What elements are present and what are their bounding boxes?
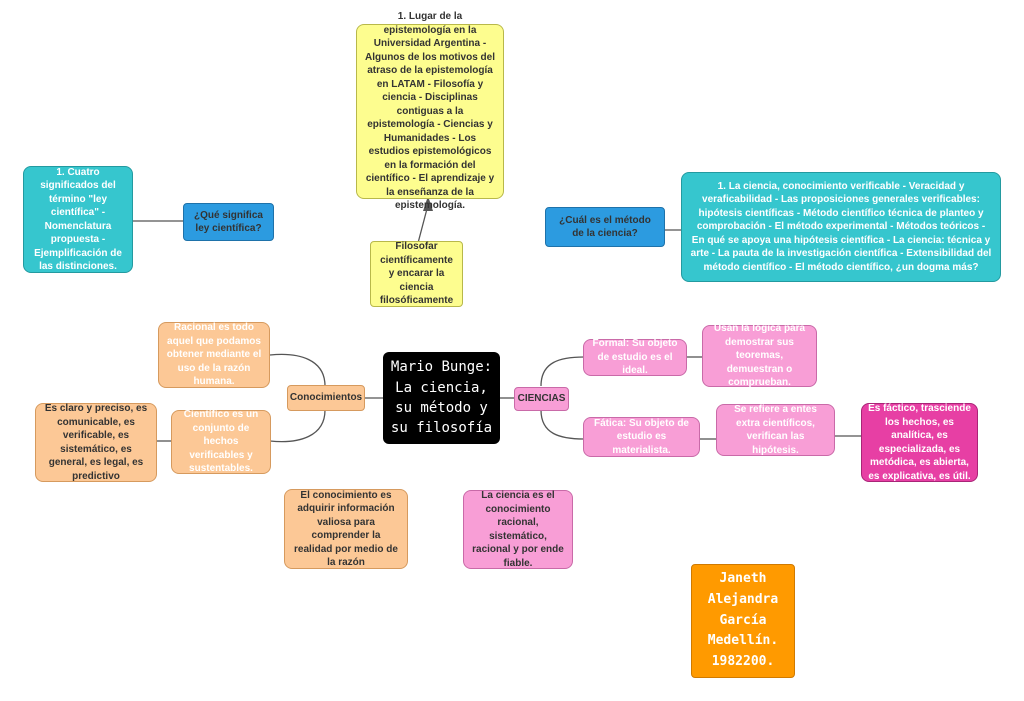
factica-box[interactable]: Fática: Su objeto de estudio es material… (583, 417, 700, 457)
author-box[interactable]: Janeth Alejandra García Medellín. 198220… (691, 564, 795, 678)
cientifico-text: Científico es un conjunto de hechos veri… (183, 409, 259, 475)
cientifico-box[interactable]: Científico es un conjunto de hechos veri… (171, 409, 271, 475)
filosofar-box[interactable]: Filosofar científicamente y encarar la c… (370, 241, 463, 307)
author-text: Janeth Alejandra García Medellín. 198220… (707, 571, 779, 670)
factico-props-box[interactable]: Es fáctico, trasciende los hechos, es an… (861, 403, 978, 482)
factica-desc-box[interactable]: Se refiere a entes extra científicos, ve… (716, 404, 835, 456)
filosofar-text: Filosofar científicamente y encarar la c… (379, 241, 454, 307)
top-epistemology-text: 1. Lugar de la epistemología en la Unive… (364, 11, 495, 212)
conocimientos-node[interactable]: Conocimientos (287, 385, 365, 411)
conocimientos-label: Conocimientos (289, 392, 363, 404)
factica-desc-text: Se refiere a entes extra científicos, ve… (734, 404, 817, 456)
formal-desc-box[interactable]: Usan la lógica para demostrar sus teorem… (702, 323, 817, 389)
ciencias-node[interactable]: CIENCIAS (514, 387, 569, 411)
central-topic[interactable]: Mario Bunge: La ciencia, su método y su … (383, 352, 500, 444)
ciencia-definition-box[interactable]: La ciencia es el conocimiento racional, … (463, 490, 573, 569)
ley-cientifica-answer-text: 1. Cuatro significados del término "ley … (34, 166, 122, 273)
ley-cientifica-question-text: ¿Qué significa ley científica? (194, 209, 263, 235)
connector-conocimientos-racional (269, 353, 326, 387)
racional-text: Racional es todo aquel que podamos obten… (166, 322, 262, 388)
metodo-question-text: ¿Cuál es el método de la ciencia? (559, 214, 651, 240)
claro-preciso-text: Es claro y preciso, es comunicable, es v… (44, 403, 148, 482)
connector-ciencias-formal (540, 356, 585, 387)
ciencias-label: CIENCIAS (517, 393, 566, 405)
central-topic-text: Mario Bunge: La ciencia, su método y su … (390, 359, 493, 437)
ley-cientifica-answer-box[interactable]: 1. Cuatro significados del término "ley … (23, 166, 133, 273)
racional-box[interactable]: Racional es todo aquel que podamos obten… (158, 322, 270, 388)
factico-props-text: Es fáctico, trasciende los hechos, es an… (868, 403, 971, 482)
arrowhead-up (423, 196, 433, 211)
connector-ciencias-factica (540, 409, 585, 440)
metodo-answer-text: 1. La ciencia, conocimiento verificable … (690, 180, 992, 273)
ley-cientifica-question-box[interactable]: ¿Qué significa ley científica? (183, 203, 274, 241)
formal-desc-text: Usan la lógica para demostrar sus teorem… (713, 323, 806, 389)
claro-preciso-box[interactable]: Es claro y preciso, es comunicable, es v… (35, 403, 157, 482)
connector-filosofar-top (417, 204, 429, 244)
conocimiento-definition-box[interactable]: El conocimiento es adquirir información … (284, 489, 408, 569)
ciencia-definition-text: La ciencia es el conocimiento racional, … (472, 490, 564, 569)
conocimiento-definition-text: El conocimiento es adquirir información … (294, 489, 398, 569)
metodo-answer-box[interactable]: 1. La ciencia, conocimiento verificable … (681, 172, 1001, 282)
connector-conocimientos-cientifico (269, 409, 326, 443)
metodo-question-box[interactable]: ¿Cuál es el método de la ciencia? (545, 207, 665, 247)
formal-box[interactable]: Formal: Su objeto de estudio es el ideal… (583, 338, 687, 377)
factica-text: Fática: Su objeto de estudio es material… (593, 417, 689, 456)
top-epistemology-box[interactable]: 1. Lugar de la epistemología en la Unive… (356, 11, 504, 211)
formal-text: Formal: Su objeto de estudio es el ideal… (592, 338, 678, 377)
